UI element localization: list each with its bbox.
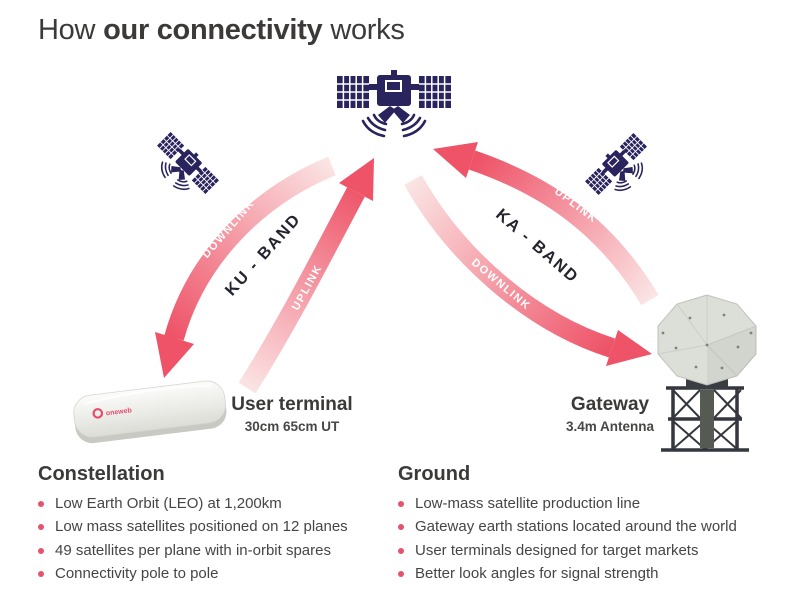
ka-downlink-arrow: [404, 175, 652, 366]
list-item-text: Low Earth Orbit (LEO) at 1,200km: [55, 495, 282, 512]
arrowhead-icon: [606, 330, 652, 366]
list-item-text: User terminals designed for target marke…: [415, 541, 699, 559]
ku-uplink-arrow: [238, 158, 374, 394]
ka-uplink-arrow: [433, 142, 659, 306]
bullet-icon: [38, 547, 44, 554]
bullet-icon: [38, 524, 44, 531]
gateway-caption: Gateway 3.4m Antenna: [546, 394, 674, 434]
list-item-text: Low-mass satellite production line: [415, 495, 641, 512]
ground-section: Ground Low-mass satellite production lin…: [398, 463, 798, 588]
ku-downlink-arrow: [155, 156, 336, 378]
oneweb-logo: oneweb: [92, 407, 132, 419]
title-emphasis: our connectivity: [103, 14, 323, 46]
gateway-label: Gateway: [570, 394, 650, 415]
list-item-text: 49 satellites per plane with in-orbit sp…: [55, 541, 331, 559]
user-terminal-spec: 30cm 65cm UT: [244, 419, 340, 434]
satellite-icon: [335, 68, 453, 138]
constellation-heading: Constellation: [38, 463, 165, 485]
satellite-small-right-icon: [581, 129, 660, 208]
ground-heading: Ground: [398, 463, 471, 485]
list-item-text: Connectivity pole to pole: [55, 564, 219, 582]
svg-text:oneweb: oneweb: [105, 407, 132, 417]
list-item-text: Low mass satellites positioned on 12 pla…: [55, 518, 348, 536]
list-item: Low mass satellites positioned on 12 pla…: [38, 518, 388, 537]
connectivity-diagram: DOWNLINK UPLINK UPLINK DOWNLINK KU - BAN…: [73, 68, 757, 452]
bullet-icon: [38, 501, 44, 507]
user-terminal-caption: User terminal 30cm 65cm UT: [228, 394, 356, 434]
ka-downlink-label: DOWNLINK: [469, 257, 533, 313]
bullet-icon: [398, 570, 404, 577]
bullet-icon: [398, 501, 404, 507]
user-terminal-icon: oneweb: [73, 380, 227, 444]
list-item-text: Gateway earth stations located around th…: [415, 518, 737, 536]
constellation-list: Low Earth Orbit (LEO) at 1,200km Low mas…: [38, 495, 388, 584]
satellite-small-left-icon: [144, 128, 223, 207]
arrowhead-icon: [433, 142, 478, 178]
title-prefix: How: [38, 14, 96, 46]
arrowhead-icon: [339, 158, 374, 201]
bullet-icon: [398, 547, 404, 554]
bullet-icon: [398, 524, 404, 531]
gateway-antenna-icon: [657, 294, 757, 452]
page-title: How our connectivity works: [38, 14, 405, 47]
arrowhead-icon: [155, 332, 194, 378]
ground-list: Low-mass satellite production line Gatew…: [398, 495, 798, 584]
list-item: Gateway earth stations located around th…: [398, 518, 798, 537]
list-item: Low Earth Orbit (LEO) at 1,200km: [38, 495, 388, 514]
list-item: Low-mass satellite production line: [398, 495, 798, 514]
constellation-section: Constellation Low Earth Orbit (LEO) at 1…: [38, 463, 388, 588]
list-item-text: Better look angles for signal strength: [415, 564, 659, 582]
gateway-spec: 3.4m Antenna: [565, 419, 655, 434]
user-terminal-label: User terminal: [231, 394, 353, 415]
list-item: Connectivity pole to pole: [38, 565, 388, 584]
list-item: User terminals designed for target marke…: [398, 542, 798, 561]
list-item: 49 satellites per plane with in-orbit sp…: [38, 542, 388, 561]
list-item: Better look angles for signal strength: [398, 565, 798, 584]
bullet-icon: [38, 570, 44, 577]
title-suffix: works: [330, 14, 405, 46]
